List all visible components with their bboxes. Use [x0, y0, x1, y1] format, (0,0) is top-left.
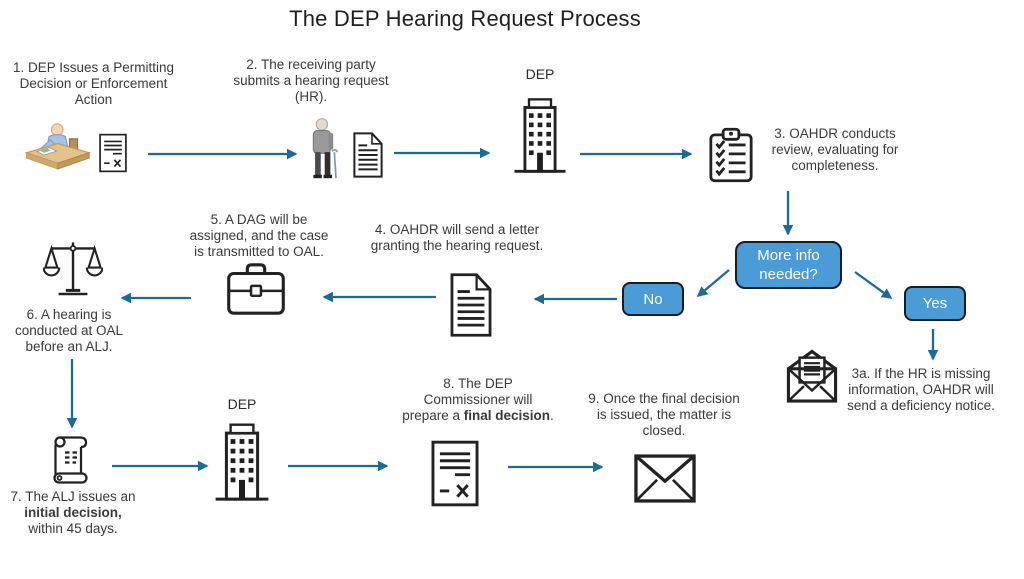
label-line: before an ALJ. — [25, 339, 113, 354]
label-text: prepare a — [402, 408, 464, 423]
step1-label: 1. DEP Issues a Permitting Decision or E… — [6, 60, 181, 108]
label-text: . — [550, 408, 554, 423]
label-line: granting the hearing request. — [370, 238, 544, 253]
label-line: 8. The DEP — [443, 376, 513, 391]
label-line: (HR). — [294, 89, 328, 104]
label-line: information, OAHDR will — [848, 382, 994, 397]
step5-label: 5. A DAG will be assigned, and the case … — [180, 212, 338, 260]
label-line: 3a. If the HR is missing — [851, 366, 991, 381]
label-line: 2. The receiving party — [246, 57, 376, 72]
signed-document-icon — [426, 436, 484, 511]
label-line: initial decision, — [24, 505, 122, 520]
label-line: 3. OAHDR conducts — [774, 126, 896, 141]
scroll-icon — [48, 432, 98, 488]
dep-top-label: DEP — [525, 66, 555, 82]
step8-label: 8. The DEP Commissioner will prepare a f… — [394, 376, 562, 424]
diagram-title: The DEP Hearing Request Process — [289, 6, 641, 31]
step6-label: 6. A hearing is conducted at OAL before … — [10, 307, 128, 355]
label-line: completeness. — [791, 158, 879, 173]
label-line: Action — [74, 92, 113, 107]
label-line: review, evaluating for — [771, 142, 899, 157]
label-line: submits a hearing request — [233, 73, 389, 88]
label-line: Commissioner will — [423, 392, 533, 407]
label-bold-text: final decision — [463, 408, 551, 423]
step9-label: 9. Once the final decision is issued, th… — [582, 391, 746, 439]
arrow-decision-no — [696, 269, 730, 298]
decision-no-box: No — [622, 282, 684, 316]
decision-question: More info needed? — [757, 247, 820, 283]
decision-more-info-box: More info needed? — [735, 241, 842, 289]
label-line: assigned, and the case — [189, 228, 329, 243]
decision-yes-box: Yes — [904, 286, 966, 321]
label-line: 4. OAHDR will send a letter — [374, 222, 540, 237]
label-line: 6. A hearing is — [26, 307, 112, 322]
person-signing-icon — [23, 118, 95, 176]
label-line: 5. A DAG will be — [210, 212, 308, 227]
person-cane-icon — [306, 112, 340, 190]
step2-label: 2. The receiving party submits a hearing… — [226, 57, 396, 105]
briefcase-icon — [225, 259, 287, 319]
step3a-label: 3a. If the HR is missing information, OA… — [830, 366, 1012, 414]
label-line: send a deficiency notice. — [847, 398, 995, 413]
label-line: 9. Once the final decision — [588, 391, 740, 406]
step3-label: 3. OAHDR conducts review, evaluating for… — [768, 126, 902, 174]
label-line: is transmitted to OAL. — [194, 244, 324, 259]
dep-bottom-label: DEP — [227, 396, 257, 412]
yes-label: Yes — [922, 295, 948, 312]
envelope-open-icon — [781, 343, 843, 407]
no-label: No — [643, 290, 663, 308]
building-icon — [212, 414, 272, 505]
scales-icon — [43, 236, 103, 304]
label-line: is issued, the matter is — [596, 407, 732, 422]
label-line: within 45 days. — [28, 521, 118, 536]
label-line: 7. The ALJ issues an — [10, 489, 136, 504]
document-icon — [443, 271, 499, 339]
step7-label: 7. The ALJ issues an initial decision, w… — [6, 489, 140, 537]
document-icon — [348, 128, 388, 182]
step4-label: 4. OAHDR will send a letter granting the… — [357, 222, 557, 254]
label-line: conducted at OAL — [14, 323, 124, 338]
label-line: closed. — [642, 423, 686, 438]
label-line: Decision or Enforcement — [19, 76, 168, 91]
building-icon — [511, 88, 569, 178]
arrow-decision-yes — [854, 271, 893, 299]
signed-document-icon — [96, 131, 130, 175]
label-line: 1. DEP Issues a Permitting — [12, 60, 175, 75]
envelope-closed-icon — [632, 451, 698, 506]
clipboard-checklist-icon — [703, 116, 759, 194]
label-line: prepare a final decision. — [394, 408, 562, 424]
